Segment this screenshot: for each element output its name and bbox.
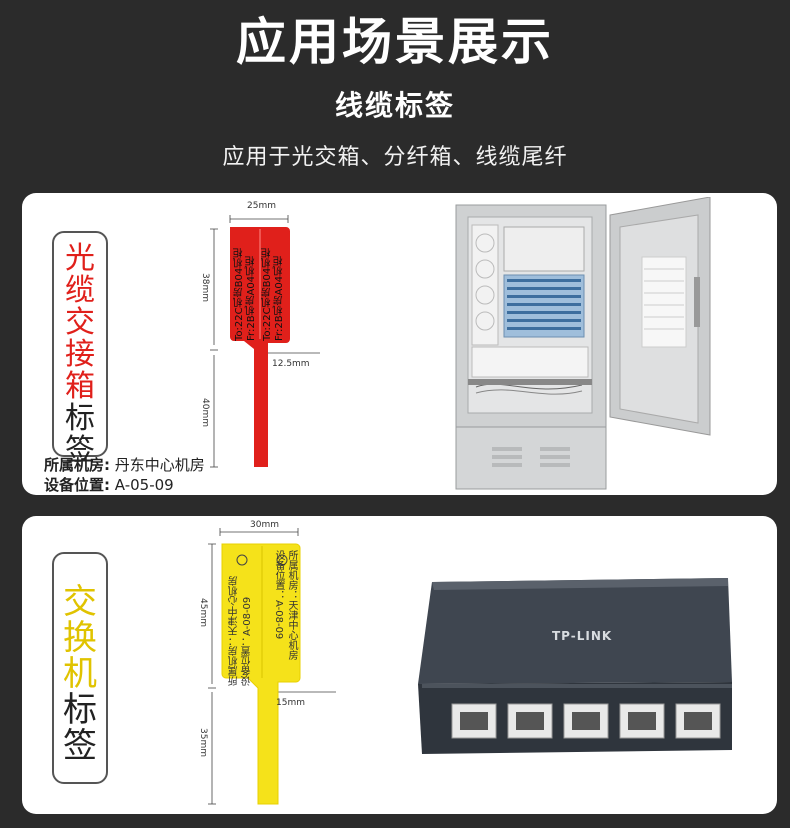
network-switch-image [418,578,732,754]
red-tag-tail-width-label: 12.5mm [272,359,310,369]
fiber-label-title: 光 缆 交 接 箱 标 签 [65,241,95,468]
yellow-tag-text-back: 所属机房：天津中心机房设备位置：A-08-09 [273,550,297,660]
switch-label-title: 交 换 机 标 签 [63,582,97,766]
red-cable-tag [210,215,320,468]
switch-card: 交 换 机 标 签 30mm 45mm 35mm 15mm 所属机房：天津中心机… [22,516,777,814]
fiber-cabinet-image [455,197,711,490]
red-tag-width-label: 25mm [247,201,276,211]
switch-brand-label: TP-LINK [552,629,613,643]
yellow-cable-tag [208,528,336,805]
yellow-tag-width-label: 30mm [250,520,279,530]
yellow-tag-tail-height-label: 35mm [198,728,208,757]
switch-label-title-box: 交 换 机 标 签 [52,552,108,784]
page-subtitle: 线缆标签 [334,89,455,122]
yellow-tag-flag-height-label: 45mm [198,598,208,627]
red-tag-flag-height-label: 38mm [200,273,210,302]
page-title: 应用场景展示 [236,13,554,71]
fiber-label-title-box: 光 缆 交 接 箱 标 签 [52,231,108,467]
room-info: 所属机房: 丹东中心机房 [44,456,205,474]
fiber-cabinet-card: 光 缆 交 接 箱 标 签 所属机房: 丹东中心机房 设备位置: A-05-09… [22,193,777,495]
page-description: 应用于光交箱、分纤箱、线缆尾纤 [222,145,568,170]
yellow-tag-tail-width-label: 15mm [276,698,305,708]
red-tag-tail-height-label: 40mm [200,398,210,427]
position-info: 设备位置: A-05-09 [44,476,174,494]
yellow-tag-text-front: 所属机房：天津中心机房设备位置：A-08-09 [229,576,253,686]
